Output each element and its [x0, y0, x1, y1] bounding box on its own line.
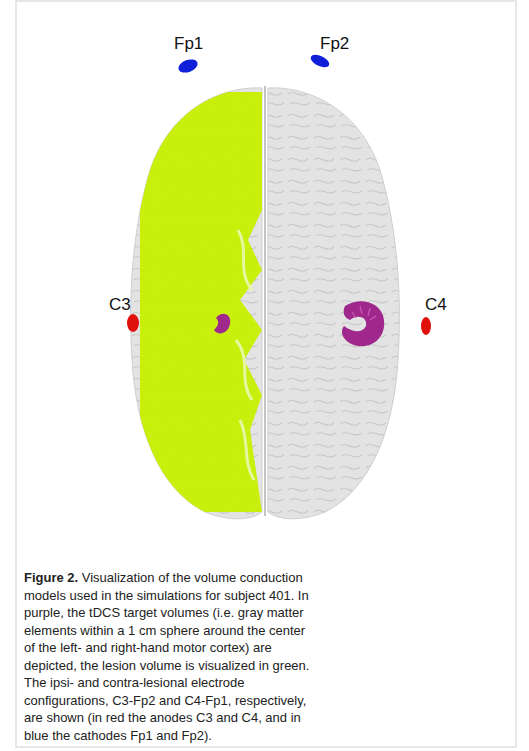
target-texture: [352, 306, 376, 320]
right-hemisphere: [268, 88, 399, 519]
cathode-electrode: [177, 57, 200, 75]
lesion-volume: [140, 92, 262, 512]
gyri-texture: [131, 88, 262, 519]
figure-frame: [16, 1, 516, 747]
target-volume: [342, 301, 384, 346]
gyri-texture: [268, 88, 399, 519]
anode-electrode: [421, 317, 431, 335]
electrode-label: Fp1: [174, 34, 203, 54]
left-hemisphere: [131, 88, 262, 519]
electrode-label: C3: [109, 295, 131, 315]
target-volume: [214, 314, 230, 334]
electrode-label: Fp2: [320, 34, 349, 54]
figure-caption: Figure 2. Visualization of the volume co…: [24, 569, 314, 744]
midline: [264, 86, 266, 516]
cathode-electrode: [309, 52, 331, 70]
electrode-label: C4: [425, 295, 447, 315]
anode-electrode: [127, 314, 139, 332]
